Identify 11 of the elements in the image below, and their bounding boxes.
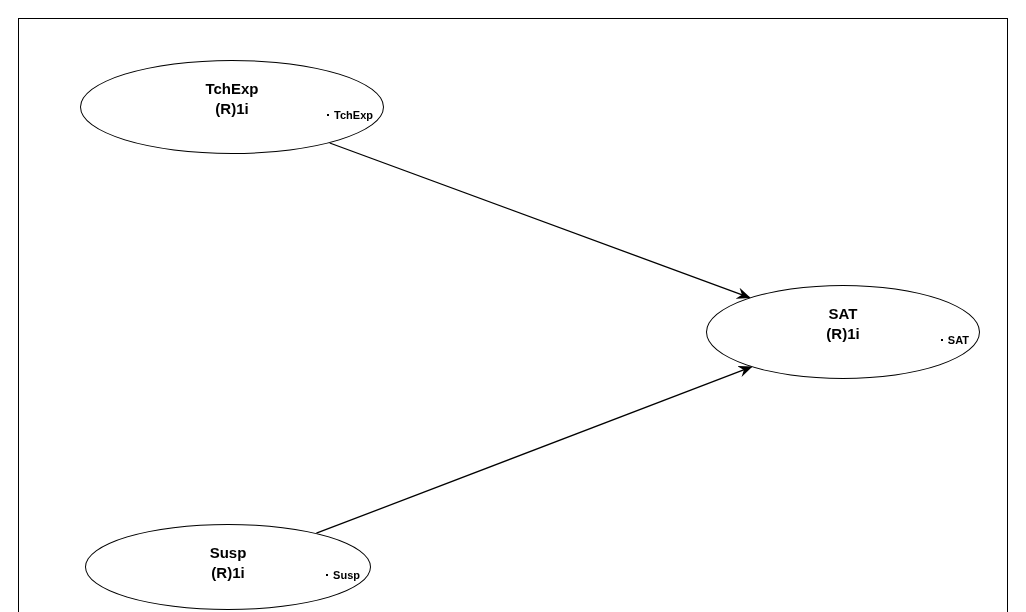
- indicator-label: Susp: [333, 568, 360, 583]
- node-label: SAT: [828, 304, 858, 324]
- node-label: (R)1i: [826, 324, 860, 344]
- node-label: Susp: [209, 543, 247, 563]
- indicator-label: TchExp: [334, 108, 373, 123]
- indicator-label: SAT: [947, 333, 969, 348]
- arrow: [329, 142, 751, 299]
- node-label: (R)1i: [215, 99, 249, 119]
- node-label: (R)1i: [211, 563, 245, 583]
- arrow: [315, 366, 753, 534]
- node-label: TchExp: [205, 79, 259, 99]
